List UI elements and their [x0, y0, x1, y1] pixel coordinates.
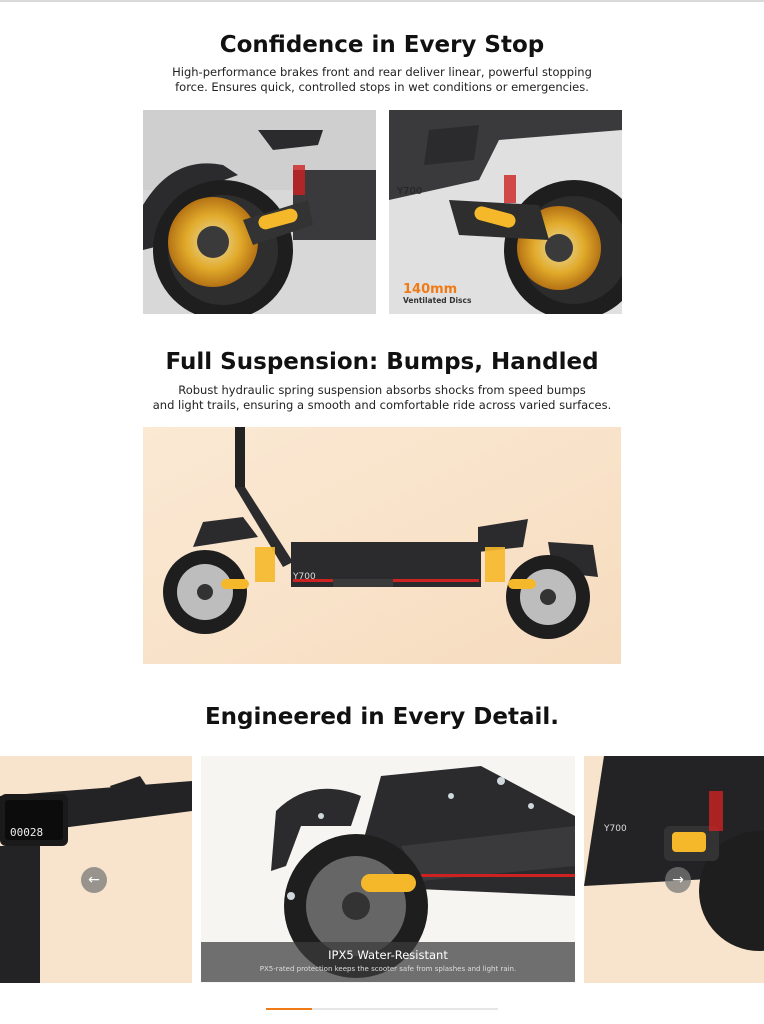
details-title: Engineered in Every Detail.	[204, 704, 560, 730]
brakes-description-line1: High-performance brakes front and rear d…	[172, 65, 592, 79]
carousel-next-button[interactable]: →	[665, 867, 691, 893]
front-brake-image: Y700 140mm Ventilated Discs	[389, 110, 622, 314]
slide-display-image: 00028	[0, 756, 192, 983]
slide-model-badge: Y700	[603, 824, 627, 834]
carousel-progress-active	[266, 1008, 313, 1010]
slide-light-image: Y700	[584, 756, 764, 983]
top-divider	[0, 0, 764, 2]
brakes-title: Confidence in Every Stop	[219, 32, 545, 58]
carousel-progress-track[interactable]	[266, 1008, 498, 1010]
suspension-description-line2: and light trails, ensuring a smooth and …	[152, 398, 612, 412]
disc-size-value: 140mm	[403, 282, 458, 297]
rear-brake-image	[143, 110, 376, 314]
carousel-prev-button[interactable]: ←	[81, 867, 107, 893]
suspension-description: Robust hydraulic spring suspension absor…	[100, 383, 664, 413]
slide-caption-title: IPX5 Water-Resistant	[328, 948, 448, 962]
frame-model-badge: Y700	[396, 186, 422, 197]
disc-size-label: Ventilated Discs	[403, 296, 472, 305]
slide-caption-subtitle: PX5-rated protection keeps the scooter s…	[259, 965, 517, 973]
slide-caption: IPX5 Water-Resistant PX5-rated protectio…	[201, 942, 575, 982]
brakes-description-line2: force. Ensures quick, controlled stops i…	[175, 80, 589, 94]
deck-model-badge: Y700	[292, 572, 316, 582]
suspension-scooter-image: Y700	[143, 427, 621, 664]
suspension-title: Full Suspension: Bumps, Handled	[165, 349, 599, 375]
display-readout: 00028	[10, 826, 43, 839]
suspension-description-line1: Robust hydraulic spring suspension absor…	[178, 383, 586, 397]
brakes-description: High-performance brakes front and rear d…	[130, 65, 634, 95]
